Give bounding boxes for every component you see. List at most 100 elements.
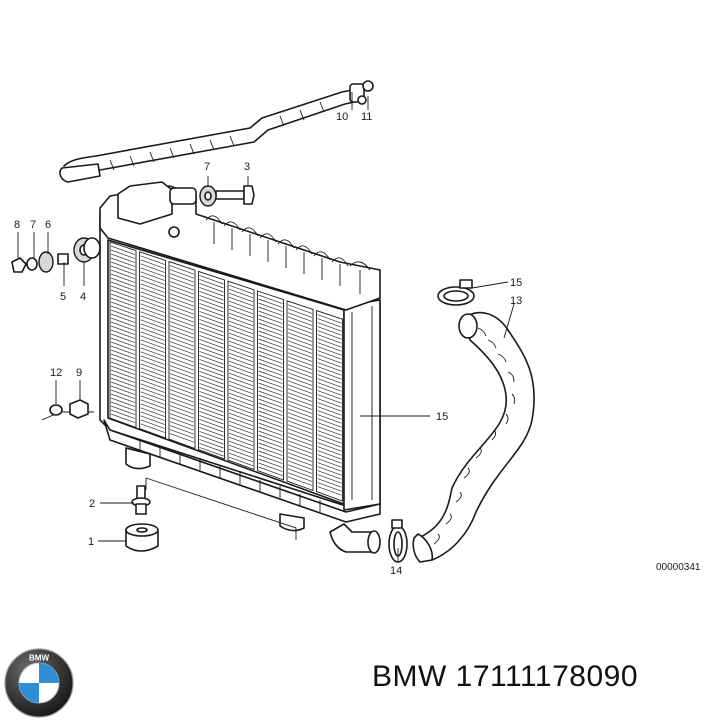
fin-line [317, 354, 342, 364]
fin-line [258, 378, 283, 388]
fin-line [169, 385, 195, 395]
fin-line [140, 339, 165, 349]
fin-line [169, 381, 195, 391]
fin-line [317, 450, 342, 460]
fin-line [258, 398, 283, 408]
fin-line [199, 315, 224, 325]
fin-line [287, 396, 313, 406]
fin-line [140, 263, 165, 273]
fin-line [199, 359, 224, 369]
fin-line [317, 466, 342, 476]
svg-text:BMW: BMW [29, 654, 49, 663]
fin-line [199, 351, 224, 361]
fin-line [228, 396, 254, 407]
fin-line [258, 346, 283, 356]
fin-line [258, 382, 283, 392]
fin-line [169, 417, 195, 427]
fin-line [110, 369, 136, 379]
fin-line [169, 289, 195, 299]
fin-line [258, 390, 283, 400]
callout-3: 2 [89, 498, 95, 510]
fin-line [110, 301, 136, 311]
fin-line [140, 367, 165, 377]
fin-line [228, 364, 254, 375]
fin-line [169, 433, 195, 443]
fin-line [169, 425, 195, 435]
fin-line [110, 377, 136, 387]
fin-line [199, 435, 224, 445]
fin-line [140, 291, 165, 301]
fin-line [228, 452, 254, 463]
fin-line [169, 293, 195, 303]
fin-line [169, 357, 195, 367]
fin-line [140, 323, 165, 333]
fin-line [169, 337, 195, 347]
fin-line [258, 302, 283, 312]
callout-15-lower: 14 [390, 565, 402, 577]
hose-clamp-13 [349, 80, 374, 105]
fin-line [287, 364, 313, 374]
fin-line [140, 391, 165, 401]
fin-line [110, 281, 136, 291]
fin-line [317, 442, 342, 452]
rubber-mount-2 [125, 523, 159, 552]
fin-line [228, 432, 254, 443]
fin-line [317, 322, 342, 332]
fin-line [140, 411, 165, 421]
fin-line [140, 275, 165, 285]
fin-line [287, 432, 313, 442]
fin-line [110, 365, 136, 375]
fin-line [317, 314, 342, 324]
fin-line [169, 349, 195, 359]
fin-line [110, 409, 136, 419]
fin-line [317, 438, 342, 448]
fin-line [110, 309, 136, 319]
fin-line [110, 373, 136, 383]
fin-line [287, 428, 313, 438]
fin-line [228, 332, 254, 343]
fin-line [317, 422, 342, 432]
fin-line [110, 349, 136, 359]
fin-line [110, 269, 136, 279]
fin-line [287, 352, 313, 362]
fin-line [140, 359, 165, 369]
fin-line [228, 328, 254, 339]
fin-panel [109, 241, 137, 429]
fin-line [258, 434, 283, 444]
fin-line [199, 327, 224, 337]
fin-line [199, 407, 224, 417]
fin-line [317, 338, 342, 348]
fin-line [199, 335, 224, 345]
fin-line [258, 294, 283, 304]
fin-line [228, 412, 254, 423]
fin-line [199, 287, 224, 297]
fin-line [317, 374, 342, 384]
fin-line [228, 380, 254, 391]
fin-line [199, 295, 224, 305]
fin-line [199, 395, 224, 405]
fin-line [110, 345, 136, 355]
fin-line [258, 430, 283, 440]
fin-line [110, 261, 136, 271]
fin-line [110, 353, 136, 363]
fin-line [258, 314, 283, 324]
fin-line [228, 288, 254, 299]
fin-line [169, 313, 195, 323]
fin-line [140, 375, 165, 385]
fin-line [228, 392, 254, 403]
fin-line [317, 462, 342, 472]
fin-line [258, 446, 283, 456]
fin-line [169, 397, 195, 407]
fin-line [228, 448, 254, 459]
fin-line [110, 401, 136, 411]
fin-line [199, 387, 224, 397]
fin-line [317, 382, 342, 392]
fin-line [169, 281, 195, 291]
fin-line [317, 446, 342, 456]
fin-line [169, 345, 195, 355]
fin-line [287, 440, 313, 450]
fin-line [317, 358, 342, 368]
fin-line [258, 366, 283, 376]
callout-6: 5 [60, 291, 66, 303]
